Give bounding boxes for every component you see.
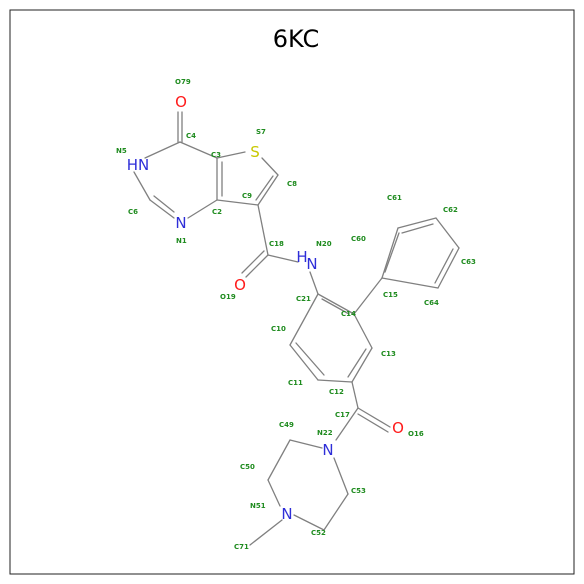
nitrogen-n22: N <box>322 441 333 459</box>
atom-label: C21 <box>296 295 311 303</box>
atom-label: C53 <box>351 487 366 495</box>
atom-label: C63 <box>461 258 476 266</box>
atom-label: O19 <box>220 293 236 301</box>
atom-label: N5 <box>116 147 127 155</box>
nitrogen-n5: HN <box>127 156 150 174</box>
atom-label: C49 <box>279 421 294 429</box>
atom-label: N22 <box>317 429 333 437</box>
atom-label: C15 <box>383 291 398 299</box>
nitrogen-n20: N <box>306 255 317 273</box>
atom-label: C64 <box>424 299 439 307</box>
atom-label: C71 <box>234 543 249 551</box>
hydrogen-n20: H <box>296 248 307 266</box>
bonds <box>133 111 460 546</box>
atom-label: O79 <box>175 78 191 86</box>
oxygen-o16: O <box>392 419 404 437</box>
atom-label: C3 <box>211 151 221 159</box>
atom-label: C13 <box>381 350 396 358</box>
nitrogen-n1: N <box>175 214 186 232</box>
atom-label: N51 <box>250 502 266 510</box>
atom-label: N20 <box>316 240 332 248</box>
heteroatoms: O HN N S O H N N O N <box>127 93 404 523</box>
atom-label: O16 <box>408 430 424 438</box>
atom-label: C62 <box>443 206 458 214</box>
sulfur-s7: S <box>250 143 260 161</box>
atom-label: C60 <box>351 235 366 243</box>
atom-label: C52 <box>311 529 326 537</box>
atom-label: C11 <box>288 379 303 387</box>
atom-label: C17 <box>335 411 350 419</box>
atom-label: C6 <box>128 208 138 216</box>
atom-label: C12 <box>329 388 344 396</box>
atom-label: C50 <box>240 463 255 471</box>
ligand-title: 6KC <box>273 25 319 53</box>
atom-label: N1 <box>176 237 187 245</box>
atom-label: C61 <box>387 194 402 202</box>
atom-label: C4 <box>186 132 196 140</box>
atom-label: C10 <box>271 325 286 333</box>
atom-label: S7 <box>256 128 266 136</box>
nitrogen-n51: N <box>281 505 292 523</box>
frame <box>9 9 575 575</box>
atom-label: C8 <box>287 180 297 188</box>
oxygen-o19: O <box>234 276 246 294</box>
oxygen-o79: O <box>175 93 187 111</box>
atom-labels: O79 C4 S7 N5 C3 C8 C6 C9 C2 N1 C61 C62 C… <box>116 78 476 551</box>
atom-label: C9 <box>242 192 252 200</box>
atom-label: C18 <box>269 240 284 248</box>
atom-label: C14 <box>341 310 356 318</box>
atom-label: C2 <box>212 208 222 216</box>
